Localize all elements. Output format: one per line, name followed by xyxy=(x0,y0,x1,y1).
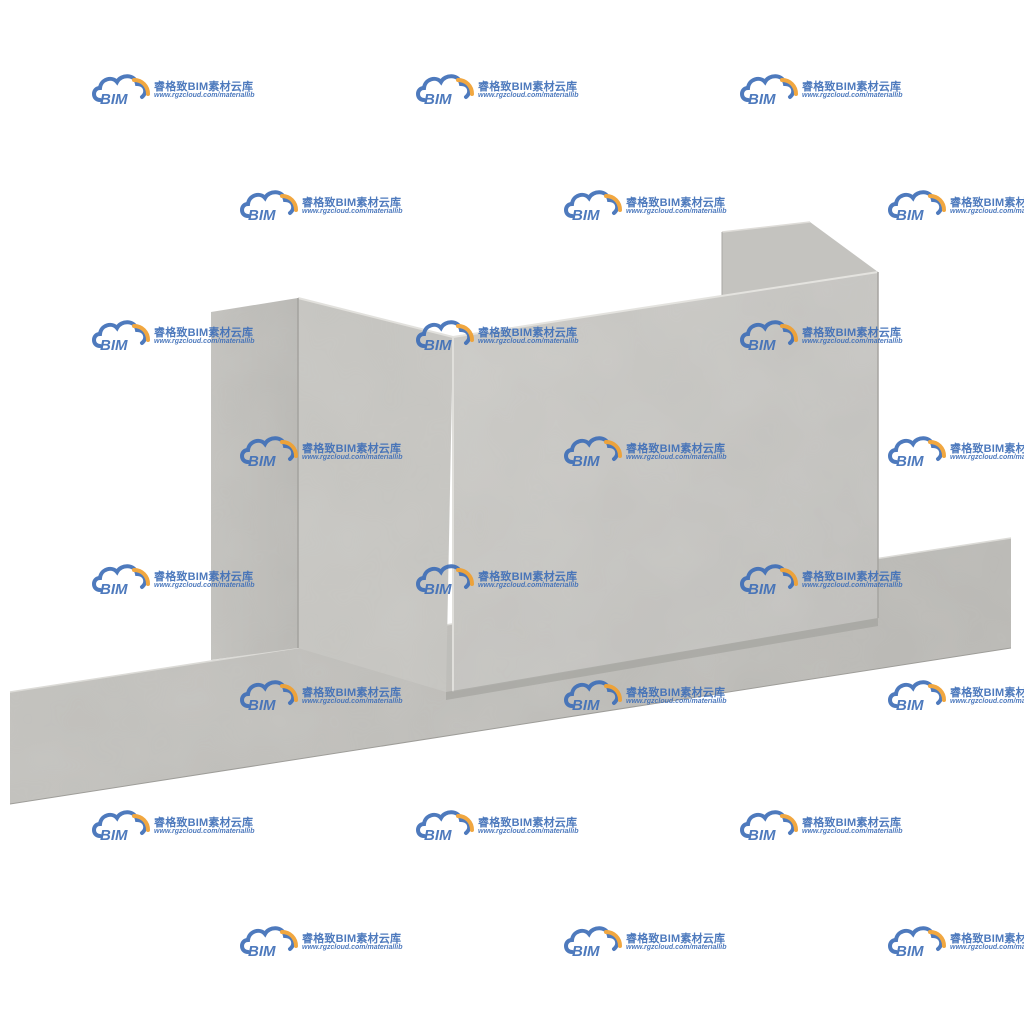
front-panel-bottom-edge xyxy=(446,618,878,700)
right-back-flange xyxy=(721,221,878,298)
inner-side-panel xyxy=(297,297,454,692)
left-upright-panel xyxy=(211,298,298,660)
